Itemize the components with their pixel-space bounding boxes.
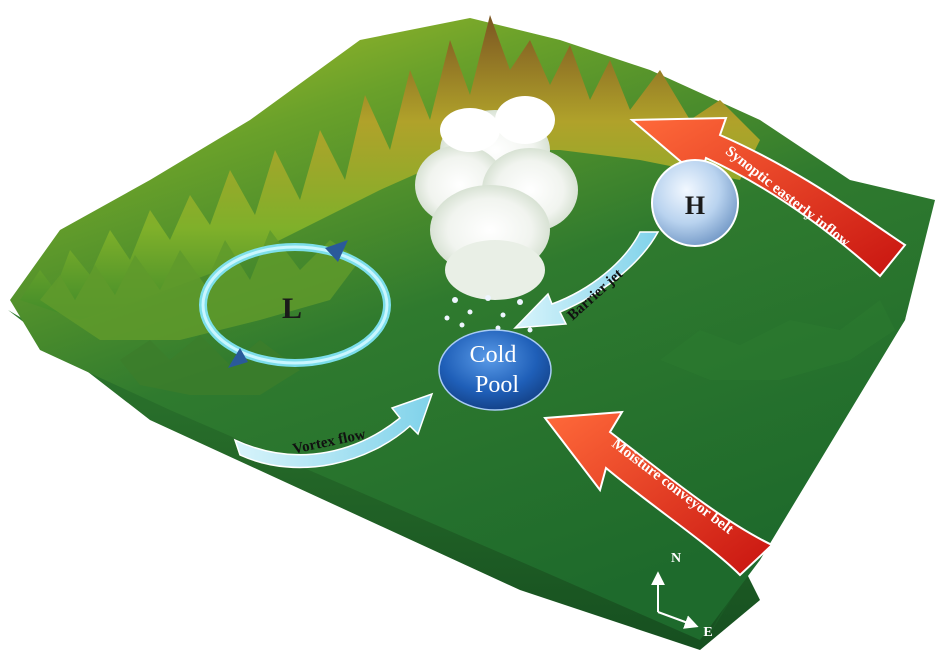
cold-pool-marker xyxy=(438,329,552,411)
low-pressure-label: L xyxy=(282,292,302,325)
cold-pool-label-line2: Pool xyxy=(475,372,519,398)
compass-icon xyxy=(651,571,699,629)
cold-pool-label-line1: Cold xyxy=(470,342,517,368)
compass-north-label: N xyxy=(671,551,681,566)
mountain-range xyxy=(20,15,895,395)
high-pressure-marker xyxy=(651,159,739,247)
compass-east-label: E xyxy=(703,625,712,640)
cloud-icon xyxy=(415,96,578,300)
synoptic-inflow-arrow xyxy=(629,116,907,278)
high-pressure-label: H xyxy=(685,191,705,220)
low-pressure-circulation xyxy=(199,240,391,368)
vortex-flow-arrow xyxy=(233,392,434,469)
barrier-jet-arrow xyxy=(513,231,660,329)
moisture-belt-arrow xyxy=(543,410,774,577)
